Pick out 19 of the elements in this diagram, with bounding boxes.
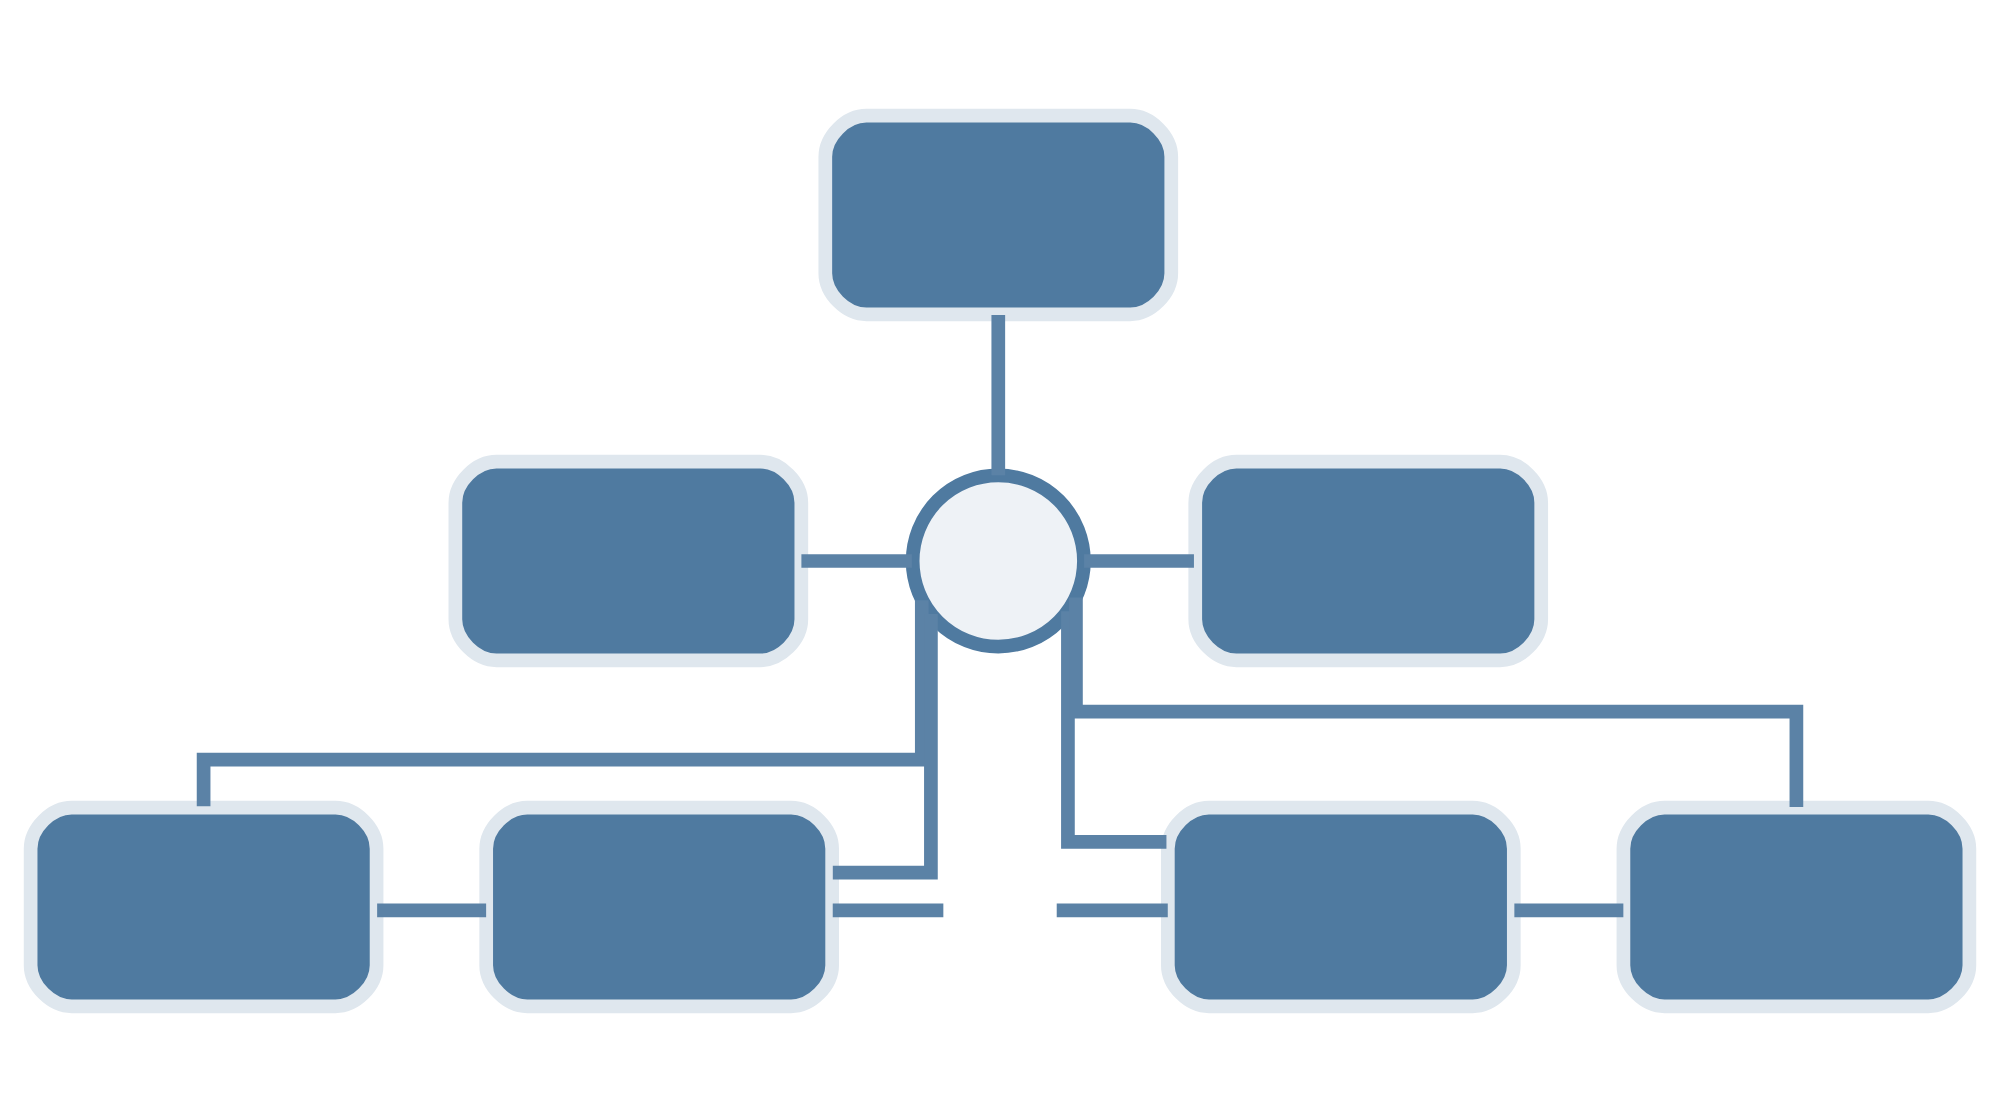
node-circle — [905, 467, 1091, 653]
connector — [196, 599, 929, 806]
node-box — [448, 453, 809, 667]
node-box — [1188, 453, 1549, 667]
connector — [801, 553, 912, 567]
node-box — [23, 799, 384, 1013]
node-box — [1161, 799, 1521, 1013]
connector — [1514, 902, 1624, 917]
node-box — [818, 107, 1179, 321]
connector — [832, 612, 938, 879]
connector — [1061, 610, 1167, 848]
connector — [1084, 553, 1194, 567]
connector — [377, 902, 487, 917]
node-box — [1616, 799, 1977, 1013]
connector — [991, 314, 1006, 475]
connector — [1056, 902, 1168, 917]
connector — [832, 902, 944, 917]
node-box — [479, 799, 839, 1013]
connector — [1069, 596, 1804, 807]
